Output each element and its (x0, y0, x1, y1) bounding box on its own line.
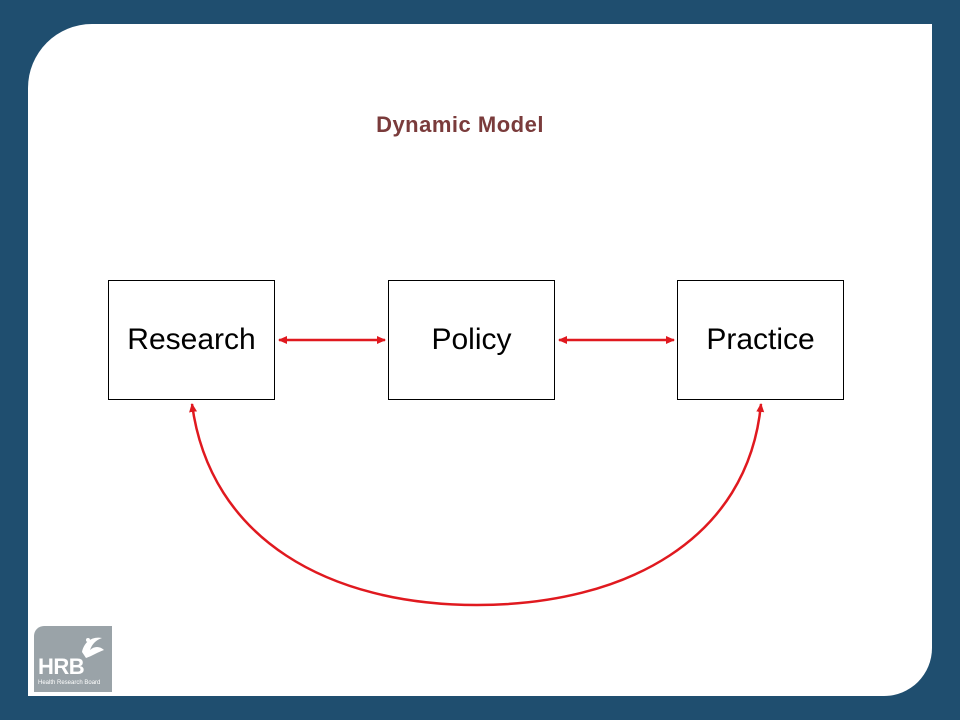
hrb-emblem-icon (82, 637, 104, 658)
logo-text: HRB (38, 654, 85, 679)
hrb-logo: HRB Health Research Board (34, 626, 112, 692)
policy-label: Policy (431, 323, 512, 356)
logo-subtitle: Health Research Board (38, 680, 101, 686)
policy-node: Policy (388, 280, 555, 400)
research-label: Research (127, 323, 256, 356)
practice-label: Practice (706, 323, 815, 356)
practice-node: Practice (677, 280, 844, 400)
research-node: Research (108, 280, 275, 400)
slide-title: Dynamic Model (376, 112, 544, 137)
